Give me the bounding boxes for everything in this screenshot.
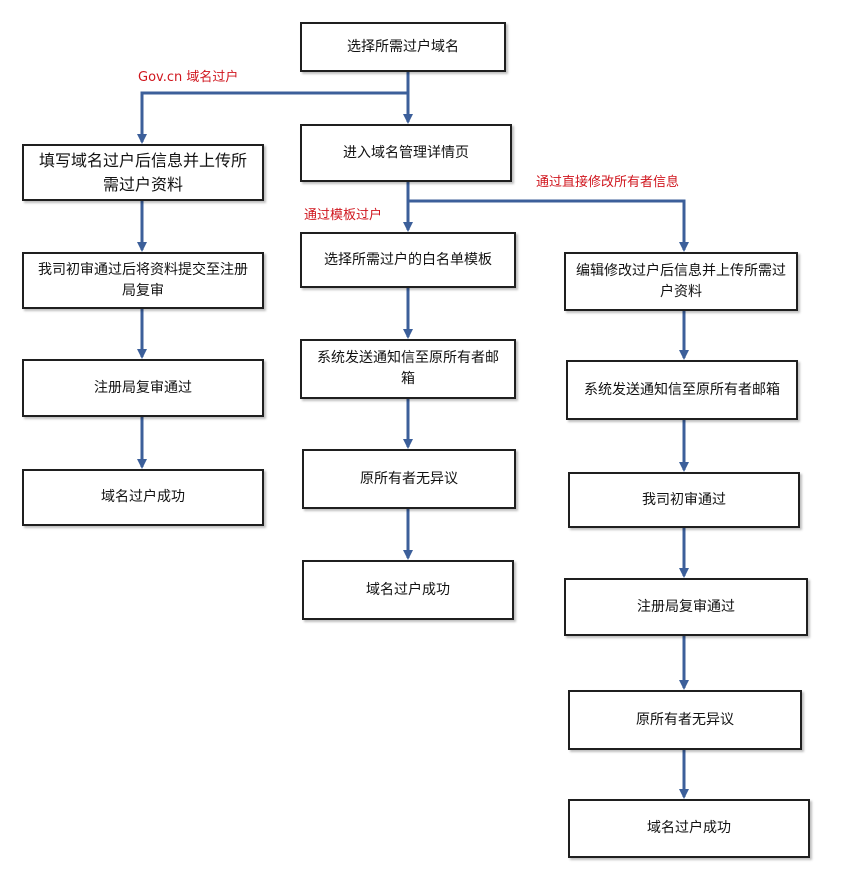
node-enter-manage-page: 进入域名管理详情页	[300, 124, 512, 182]
node-direct-edit-upload: 编辑修改过户后信息并上传所需过户资料	[564, 252, 798, 311]
node-select-domain: 选择所需过户域名	[300, 22, 506, 72]
arrow-split-to-direct	[408, 199, 689, 252]
branch-label-direct: 通过直接修改所有者信息	[536, 175, 680, 190]
branch-label-template: 通过模板过户	[304, 208, 383, 223]
node-direct-first-check: 我司初审通过	[568, 472, 800, 528]
node-direct-registry-review: 注册局复审通过	[564, 578, 808, 636]
node-gov-success: 域名过户成功	[22, 469, 264, 526]
node-template-send-email: 系统发送通知信至原所有者邮箱	[300, 339, 516, 399]
node-gov-fill-upload: 填写域名过户后信息并上传所需过户资料	[22, 144, 264, 201]
branch-label-gov: Gov.cn 域名过户	[138, 70, 239, 85]
arrow-split-to-gov	[137, 91, 408, 144]
node-gov-registry-review: 注册局复审通过	[22, 359, 264, 417]
node-gov-submit-registry: 我司初审通过后将资料提交至注册局复审	[22, 252, 264, 309]
node-direct-success: 域名过户成功	[568, 799, 810, 858]
node-direct-send-email: 系统发送通知信至原所有者邮箱	[566, 360, 798, 420]
node-template-select: 选择所需过户的白名单模板	[300, 232, 516, 288]
node-template-no-objection: 原所有者无异议	[302, 449, 516, 509]
node-template-success: 域名过户成功	[302, 560, 514, 620]
node-direct-no-objection: 原所有者无异议	[568, 690, 802, 750]
